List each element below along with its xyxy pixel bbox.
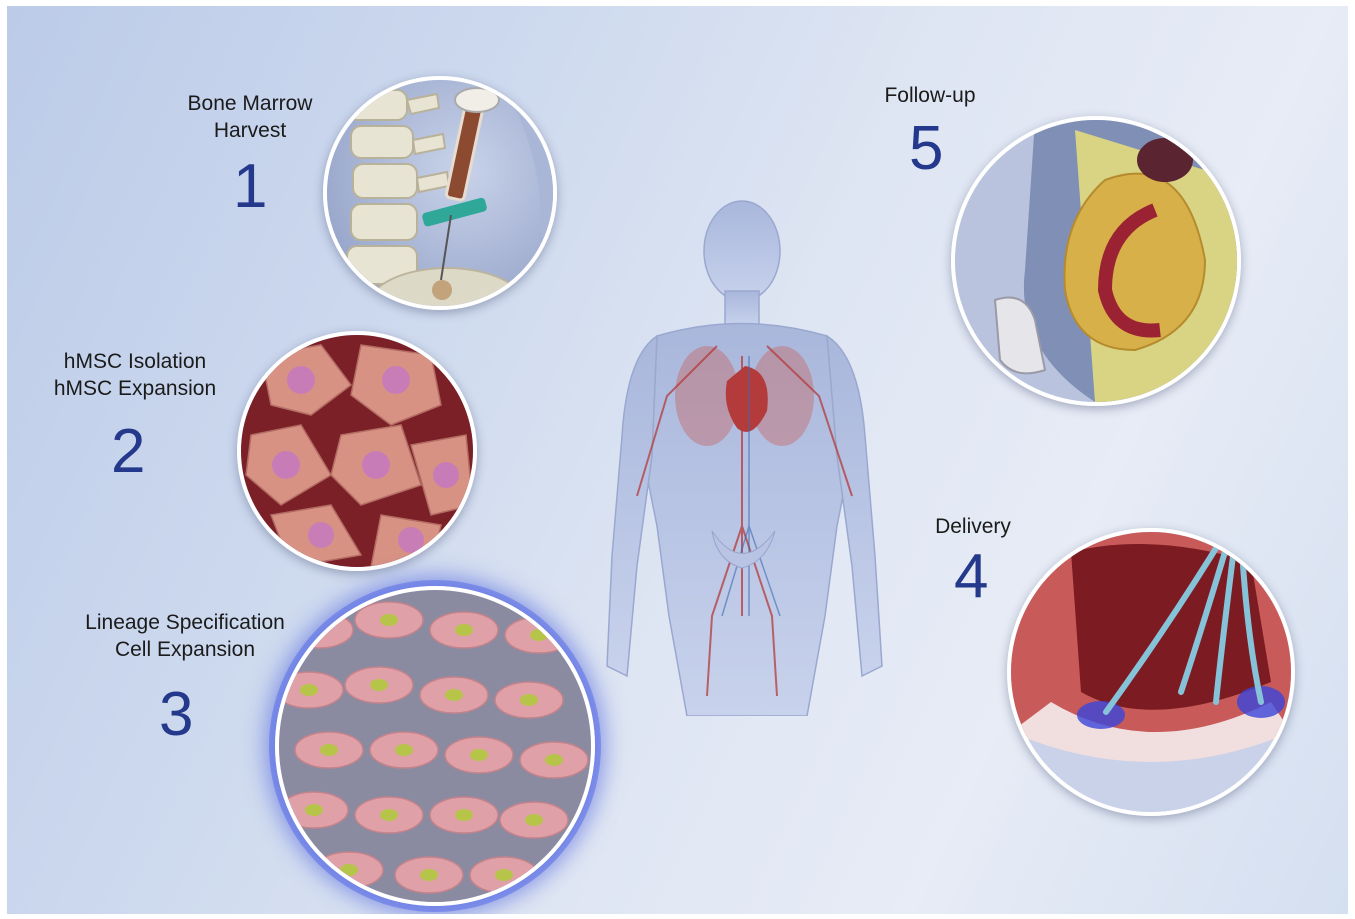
step-1-label: Bone Marrow Harvest bbox=[175, 90, 325, 144]
step-5-label-line1: Follow-up bbox=[865, 82, 995, 109]
msc-cells-illustration bbox=[237, 331, 477, 571]
catheter-delivery-illustration bbox=[1007, 528, 1295, 816]
step-3-label-line2: Cell Expansion bbox=[65, 636, 305, 663]
step-4-label: Delivery bbox=[923, 513, 1023, 540]
human-body-anatomy-illustration bbox=[597, 196, 897, 716]
step-3-number: 3 bbox=[159, 684, 193, 746]
step-2-label-line1: hMSC Isolation bbox=[35, 348, 235, 375]
heart-ultrasound-illustration bbox=[951, 116, 1241, 406]
step-3-label: Lineage Specification Cell Expansion bbox=[65, 609, 305, 663]
bone-marrow-harvest-illustration bbox=[323, 76, 557, 310]
step-5-number: 5 bbox=[909, 118, 943, 180]
cardiac-cells-illustration bbox=[275, 586, 595, 906]
step-1-label-line1: Bone Marrow bbox=[175, 90, 325, 117]
step-2-label: hMSC Isolation hMSC Expansion bbox=[35, 348, 235, 402]
step-3-label-line1: Lineage Specification bbox=[65, 609, 305, 636]
step-4-label-line1: Delivery bbox=[923, 513, 1023, 540]
step-4-number: 4 bbox=[954, 546, 988, 608]
step-5-label: Follow-up bbox=[865, 82, 995, 109]
diagram-canvas: Bone Marrow Harvest 1 bbox=[7, 6, 1348, 914]
step-2-label-line2: hMSC Expansion bbox=[35, 375, 235, 402]
step-1-number: 1 bbox=[233, 156, 267, 218]
step-1-label-line2: Harvest bbox=[175, 117, 325, 144]
step-2-number: 2 bbox=[111, 421, 145, 483]
